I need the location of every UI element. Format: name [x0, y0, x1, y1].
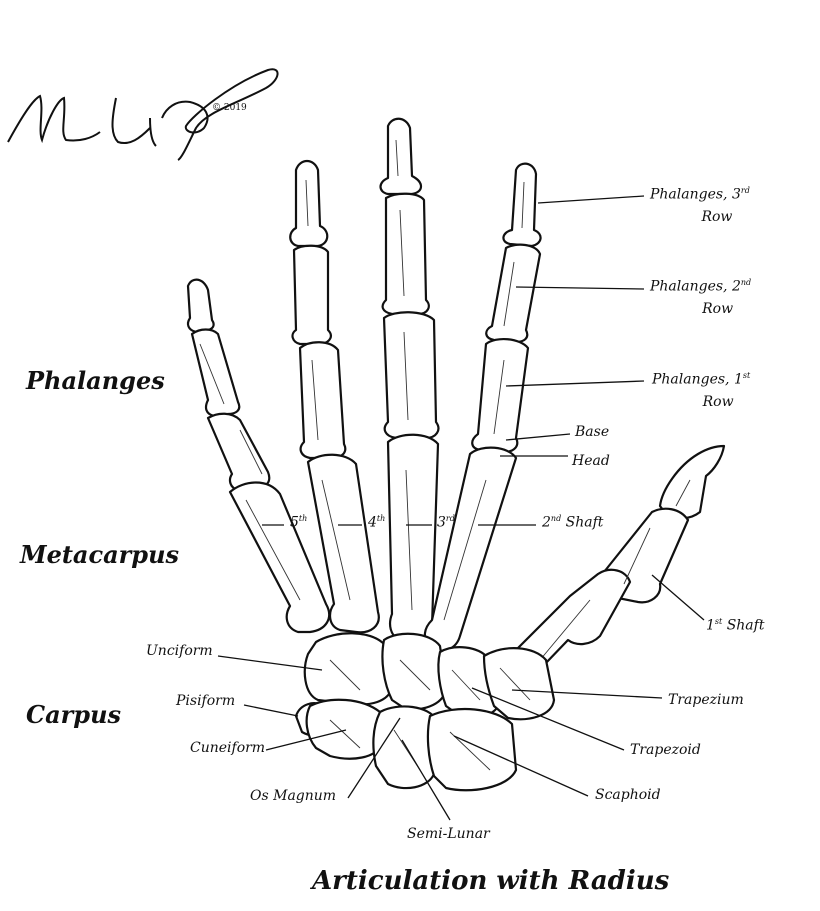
- section-label-carpus: Carpus: [26, 700, 122, 729]
- label-phalanges-2nd-row-name: Phalanges, 2: [650, 278, 741, 295]
- label-scaphoid: Scaphoid: [595, 787, 661, 803]
- signature-mark: [7, 68, 279, 161]
- label-phalanges-1st-row-name: Phalanges, 1: [652, 371, 743, 388]
- label-pisiform: Pisiform: [176, 693, 236, 709]
- caption-articulation-with-radius: Articulation with Radius: [312, 866, 670, 896]
- label-unciform: Unciform: [146, 643, 213, 659]
- label-phalanges-3rd-row-sup: rd: [740, 186, 750, 195]
- label-2nd-num: 2: [542, 514, 551, 531]
- label-first-shaft-sup: st: [714, 617, 723, 626]
- label-4th-sup: th: [376, 514, 386, 523]
- label-5th-metacarpal: 5th: [290, 514, 307, 531]
- label-5th-sup: th: [298, 514, 308, 523]
- section-label-phalanges: Phalanges: [26, 366, 165, 395]
- third-finger-bones: [379, 117, 440, 645]
- label-4th-num: 4: [368, 514, 377, 531]
- label-2nd-text: Shaft: [565, 514, 604, 531]
- label-cuneiform: Cuneiform: [190, 740, 266, 756]
- label-phalanges-1st-row-sup: st: [742, 371, 751, 380]
- section-label-metacarpus: Metacarpus: [20, 540, 180, 569]
- label-phalanges-2nd-row-sup: nd: [740, 278, 752, 287]
- label-semi-lunar: Semi-Lunar: [407, 826, 490, 842]
- label-os-magnum: Os Magnum: [250, 788, 337, 804]
- fourth-finger-bones: [289, 159, 380, 634]
- label-phalanges-3rd-row-line2: Row: [701, 208, 733, 225]
- copyright-note: © 2019: [212, 103, 247, 113]
- label-2nd-sup: nd: [550, 514, 562, 523]
- second-finger-bones: [423, 162, 542, 652]
- label-phalanges-1st-row: Phalanges, 1st Row: [652, 371, 750, 410]
- label-first-shaft: 1st Shaft: [706, 617, 764, 634]
- label-trapezium: Trapezium: [668, 692, 744, 708]
- label-first-shaft-text: Shaft: [726, 617, 765, 634]
- label-base: Base: [575, 424, 610, 440]
- label-4th-metacarpal: 4th: [368, 514, 385, 531]
- label-3rd-metacarpal: 3rd: [437, 514, 455, 531]
- label-2nd-shaft: 2nd Shaft: [542, 514, 603, 531]
- label-head: Head: [572, 453, 610, 469]
- carpal-bones: [294, 632, 556, 792]
- label-first-shaft-num: 1: [706, 617, 715, 634]
- fifth-finger-bones: [186, 278, 331, 634]
- label-phalanges-1st-row-line2: Row: [702, 393, 734, 410]
- label-3rd-sup: rd: [445, 514, 455, 523]
- label-phalanges-2nd-row: Phalanges, 2nd Row: [650, 278, 751, 317]
- leader-lines: [217, 195, 705, 821]
- label-phalanges-3rd-row: Phalanges, 3rd Row: [650, 186, 750, 225]
- label-phalanges-3rd-row-name: Phalanges, 3: [650, 186, 741, 203]
- label-3rd-num: 3: [437, 514, 446, 531]
- label-trapezoid: Trapezoid: [630, 742, 701, 758]
- label-phalanges-2nd-row-line2: Row: [702, 300, 734, 317]
- label-5th-num: 5: [290, 514, 299, 531]
